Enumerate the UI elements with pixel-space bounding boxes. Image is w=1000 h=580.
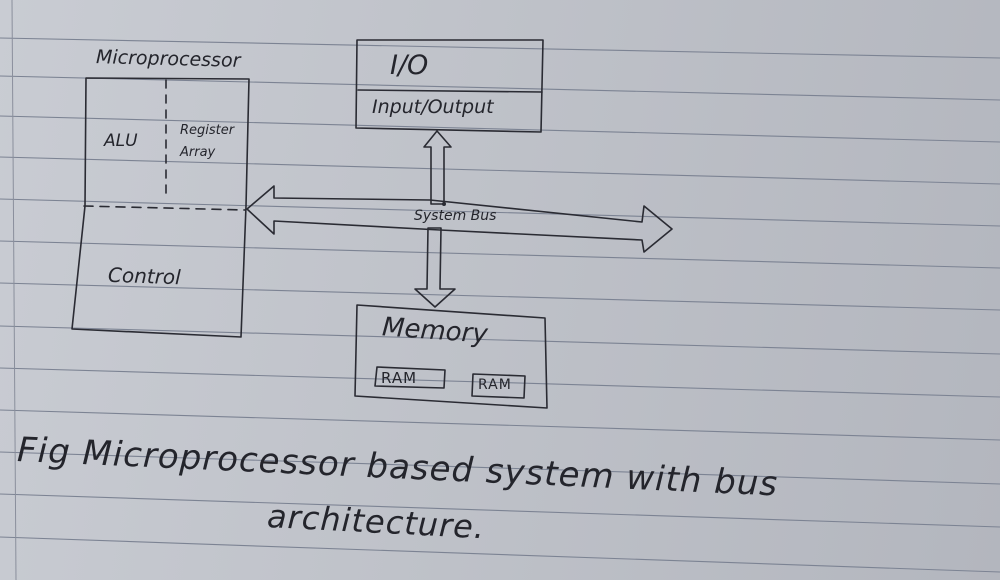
control-label: Control [107,262,182,290]
memory-title: Memory [381,312,489,350]
bus-junction-dot [442,202,446,206]
io-box [355,39,544,133]
ram-chip-2 [471,373,526,399]
bus-to-memory-arrow [414,227,456,308]
register-label: Register [180,123,235,138]
alu-label: ALU [104,131,138,151]
io-title: I/O [390,50,429,81]
microprocessor-box [71,77,250,338]
ram-chip-1-label: RAM [381,369,418,387]
microprocessor-label: Microprocessor [95,46,241,72]
microprocessor-block [71,77,250,338]
system-bus-arrow [246,185,673,253]
bus-to-io-arrow [423,130,452,205]
io-divider [357,89,543,93]
io-subtitle: Input/Output [372,96,494,118]
array-label: Array [180,145,216,160]
alu-control-divider [83,205,246,211]
memory-box [354,304,548,409]
ram-chip-2-label: RAM [478,377,512,393]
ram-chip-1 [374,366,446,389]
system-bus-label: System Bus [414,208,497,224]
